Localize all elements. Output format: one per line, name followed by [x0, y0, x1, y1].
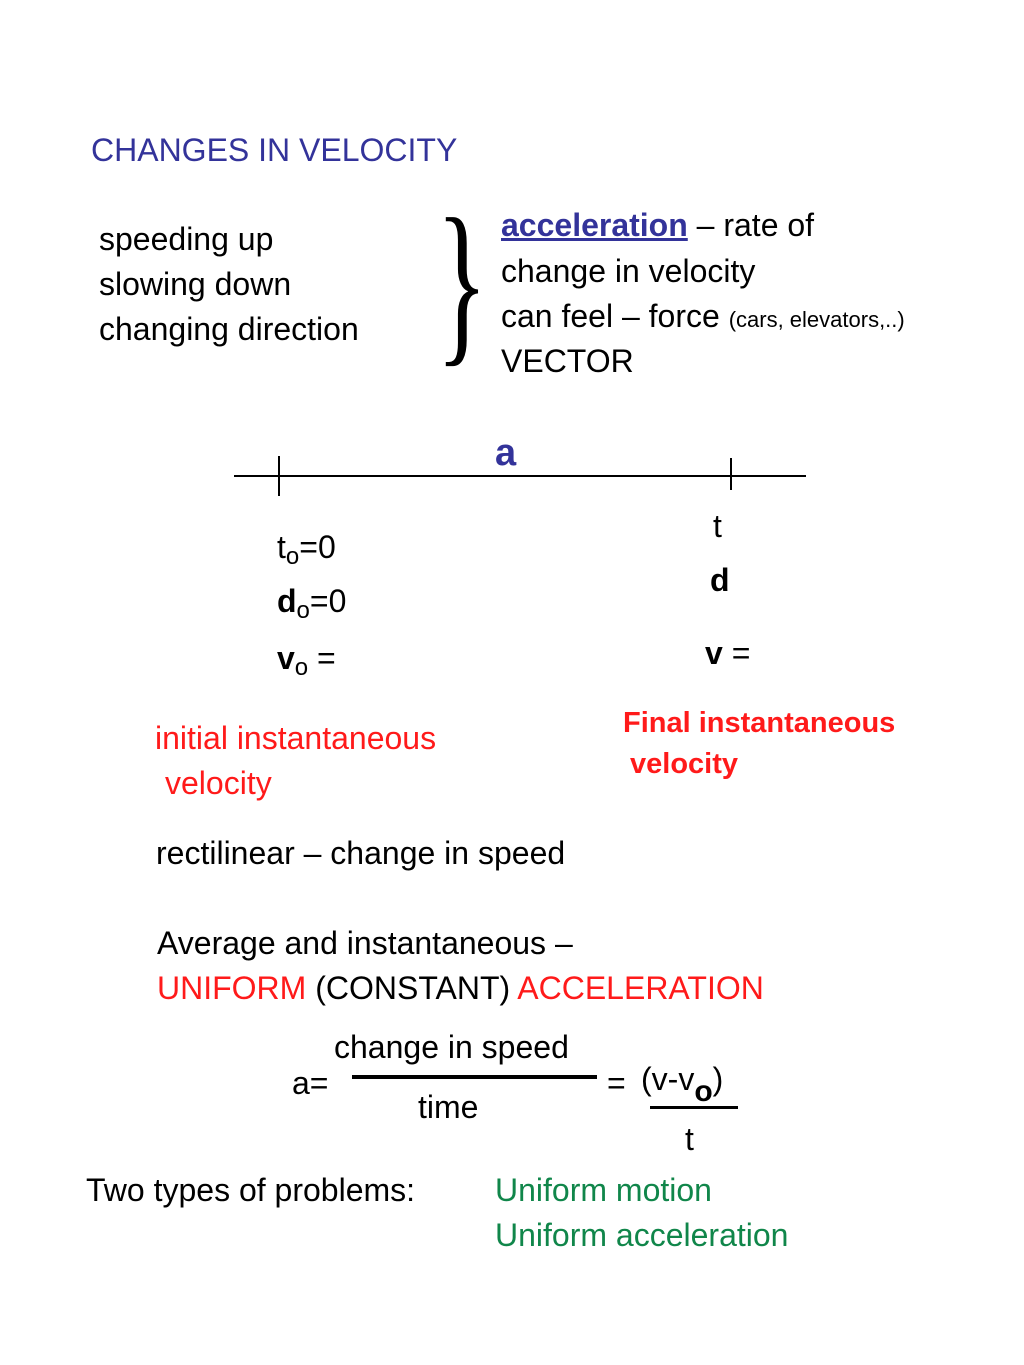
curly-brace: }	[436, 182, 488, 381]
timeline-label: a	[495, 432, 517, 474]
final-time: t	[713, 508, 722, 544]
timeline-axis	[234, 475, 806, 477]
formula-denominator: time	[418, 1089, 479, 1125]
final-velocity-label-line1: Final instantaneous	[623, 707, 896, 739]
acceleration-definition-line2: change in velocity	[501, 253, 756, 289]
initial-time: to=0	[277, 529, 336, 570]
rectilinear-text: rectilinear – change in speed	[156, 835, 566, 871]
final-displacement: d	[710, 562, 730, 598]
definition-line3-small: (cars, elevators,..)	[728, 307, 905, 332]
initial-velocity-label-line1: initial instantaneous	[155, 720, 437, 756]
formula-denominator2: t	[685, 1121, 694, 1157]
acceleration-definition-line1: acceleration – rate of	[501, 209, 814, 241]
timeline-start-tick	[278, 456, 280, 496]
timeline-end-tick	[730, 458, 732, 490]
acceleration-definition-line4: VECTOR	[501, 343, 634, 379]
definition-line3-text: can feel – force	[501, 298, 729, 334]
initial-velocity-label-line2: velocity	[165, 765, 272, 801]
page-title: CHANGES IN VELOCITY	[91, 132, 458, 168]
formula-numerator: change in speed	[334, 1029, 569, 1065]
problem-type-uniform-motion: Uniform motion	[495, 1172, 712, 1208]
formula-fraction-bar2	[650, 1106, 738, 1109]
initial-displacement: do=0	[277, 583, 347, 624]
change-item-speeding-up: speeding up	[99, 221, 274, 257]
acceleration-term: acceleration	[501, 207, 688, 243]
formula-equals: =	[607, 1065, 626, 1101]
change-item-slowing-down: slowing down	[99, 266, 292, 302]
formula-numerator2: (v-vo)	[641, 1061, 724, 1108]
formula-lhs: a=	[292, 1065, 329, 1101]
average-instantaneous-text: Average and instantaneous –	[157, 925, 573, 961]
final-velocity-label-line2: velocity	[630, 748, 738, 780]
final-velocity: v =	[705, 635, 751, 671]
change-item-changing-direction: changing direction	[99, 311, 359, 347]
problems-label: Two types of problems:	[86, 1172, 416, 1208]
problem-type-uniform-acceleration: Uniform acceleration	[495, 1217, 789, 1253]
formula-fraction-bar	[352, 1075, 597, 1079]
definition-term-rest: – rate of	[687, 207, 815, 243]
acceleration-definition-line3: can feel – force (cars, elevators,..)	[501, 300, 905, 332]
initial-velocity: vo =	[277, 640, 336, 681]
uniform-acceleration-line: UNIFORM (CONSTANT) ACCELERATION	[157, 970, 764, 1006]
